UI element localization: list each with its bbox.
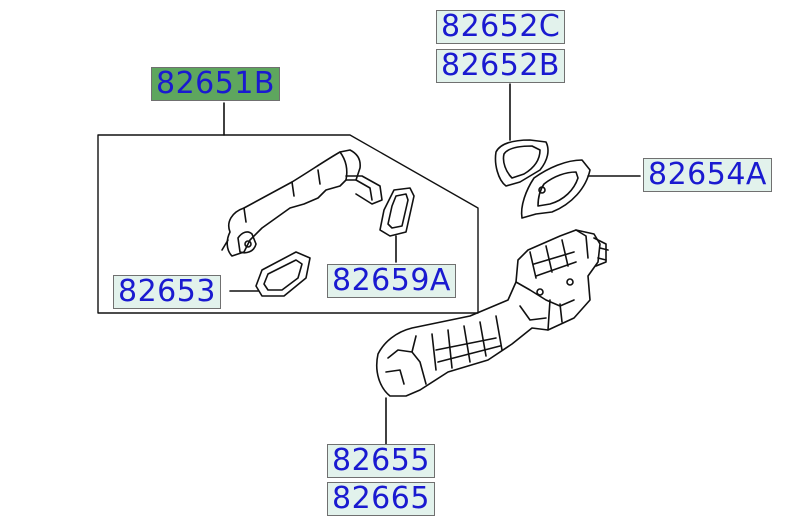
part-label-82659A[interactable]: 82659A <box>327 264 456 298</box>
part-label-82652C[interactable]: 82652C <box>436 10 566 44</box>
gasket-82654A-drawing <box>520 159 591 219</box>
part-label-82653[interactable]: 82653 <box>113 275 221 309</box>
gasket-82653-drawing <box>255 251 311 297</box>
part-label-82654A[interactable]: 82654A <box>643 158 772 192</box>
part-label-82665[interactable]: 82665 <box>327 482 435 516</box>
cap-drawing <box>494 139 549 187</box>
part-label-82651B[interactable]: 82651B <box>151 67 281 101</box>
handle-frame-drawing <box>375 229 609 397</box>
part-label-82655[interactable]: 82655 <box>327 444 435 478</box>
outside-handle-drawing <box>221 149 383 257</box>
part-label-82652B[interactable]: 82652B <box>436 49 566 83</box>
gasket-82659A-drawing <box>379 187 415 237</box>
assembly-bracket <box>97 134 479 314</box>
